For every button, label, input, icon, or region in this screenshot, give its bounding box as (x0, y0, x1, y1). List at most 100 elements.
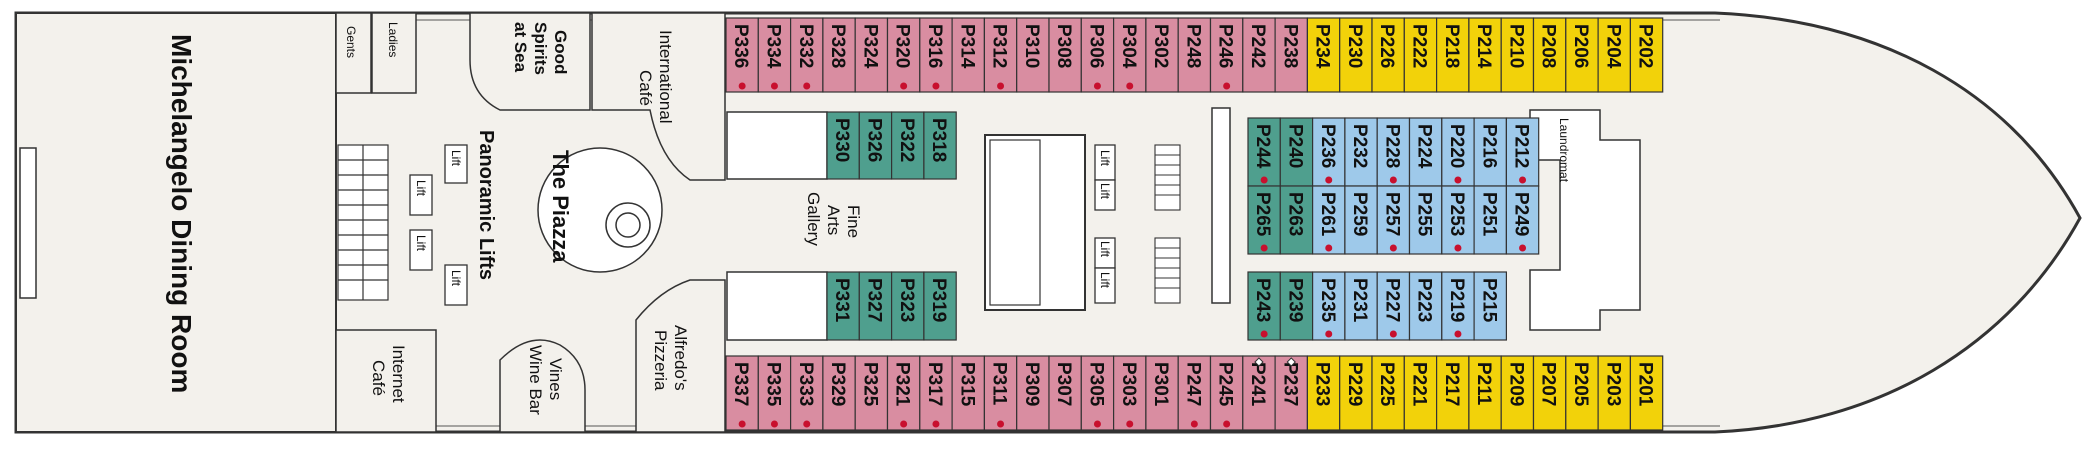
cabin-p203[interactable] (1597, 355, 1631, 431)
cabin-p265[interactable] (1247, 185, 1281, 255)
cabin-p226[interactable] (1371, 17, 1405, 93)
midship-lift-label-3: Lift (1098, 241, 1112, 258)
gallery-room-upper (726, 111, 828, 180)
cabin-p253[interactable] (1441, 185, 1475, 255)
cabin-p308[interactable] (1048, 17, 1082, 93)
cabin-p332[interactable] (789, 17, 824, 93)
cabin-p246[interactable] (1209, 17, 1244, 93)
cabin-p317[interactable] (919, 355, 953, 431)
cabin-p231[interactable] (1344, 271, 1378, 341)
cabin-p207[interactable] (1532, 355, 1567, 431)
cabin-p331[interactable] (826, 271, 860, 341)
cabin-p217[interactable] (1435, 355, 1470, 431)
cabin-p322[interactable] (890, 111, 925, 180)
cabin-p208[interactable] (1532, 17, 1567, 93)
midship-lifts (1094, 144, 1116, 304)
cabin-p333[interactable] (789, 355, 824, 431)
cabin-p259[interactable] (1344, 185, 1378, 255)
cabin-p206[interactable] (1565, 17, 1599, 93)
accessible-dot-icon (1325, 330, 1333, 338)
cabin-p221[interactable] (1403, 355, 1438, 431)
accessible-dot-icon (1126, 420, 1134, 428)
cabin-p309[interactable] (1016, 355, 1050, 431)
cabin-p255[interactable] (1408, 185, 1443, 255)
dining-room-label: Michelangelo Dining Room (166, 34, 197, 393)
cabin-p245[interactable] (1209, 355, 1244, 431)
cabin-p319[interactable] (923, 271, 957, 341)
cabin-p239[interactable] (1279, 271, 1314, 341)
cabin-p311[interactable] (983, 355, 1018, 431)
cabin-label: P204 (1602, 24, 1623, 69)
cabin-p314[interactable] (951, 17, 985, 93)
cabin-p318[interactable] (923, 111, 957, 180)
cabin-label: P202 (1635, 24, 1656, 68)
cabin-p326[interactable] (858, 111, 893, 180)
vines-wine-bar (499, 339, 586, 433)
cabin-label: P229 (1344, 362, 1365, 406)
cabin-p236[interactable] (1311, 117, 1346, 187)
accessible-dot-icon (932, 82, 940, 90)
cabin-label: P247 (1182, 362, 1203, 406)
cabin-p261[interactable] (1311, 185, 1346, 255)
cabin-p204[interactable] (1597, 17, 1631, 93)
cabin-label: P246 (1215, 24, 1236, 68)
accessible-dot-icon (1126, 82, 1134, 90)
cabin-p257[interactable] (1376, 185, 1411, 255)
cabin-p201[interactable] (1629, 355, 1664, 431)
cabin-p229[interactable] (1339, 355, 1373, 431)
cabin-p321[interactable] (886, 355, 921, 431)
accessible-dot-icon (1389, 244, 1397, 252)
cabin-p304[interactable] (1112, 17, 1147, 93)
cabin-label: P308 (1053, 24, 1074, 68)
cabin-label: P249 (1511, 192, 1532, 236)
cabin-p305[interactable] (1080, 355, 1115, 431)
cabin-label: P312 (989, 24, 1010, 68)
cabin-p225[interactable] (1371, 355, 1405, 431)
cabin-label: P310 (1021, 24, 1042, 68)
cabin-p302[interactable] (1145, 17, 1179, 93)
cabin-p227[interactable] (1376, 271, 1411, 341)
cabin-p336[interactable] (725, 17, 759, 93)
cabin-p243[interactable] (1247, 271, 1281, 341)
fine-arts-label-3: Gallery (804, 192, 823, 246)
cabin-label: P209 (1505, 362, 1526, 406)
cabin-p220[interactable] (1441, 117, 1475, 187)
cabin-p251[interactable] (1473, 185, 1507, 255)
cabin-p202[interactable] (1629, 17, 1664, 93)
cabin-p235[interactable] (1311, 271, 1346, 341)
cabin-p307[interactable] (1048, 355, 1082, 431)
cabin-p219[interactable] (1441, 271, 1475, 341)
accessible-dot-icon (1223, 82, 1231, 90)
cabin-p301[interactable] (1145, 355, 1179, 431)
cabin-label: P231 (1349, 278, 1370, 323)
cabin-p325[interactable] (854, 355, 889, 431)
diamond-icon (1254, 357, 1264, 367)
cabin-p234[interactable] (1306, 17, 1341, 93)
cabin-label: P253 (1446, 192, 1467, 236)
cabin-p249[interactable] (1505, 185, 1540, 255)
cabin-p263[interactable] (1279, 185, 1314, 255)
ladies-label: Ladies (386, 22, 400, 57)
cabin-label: P225 (1376, 362, 1397, 407)
cabin-p328[interactable] (822, 17, 856, 93)
cabin-p335[interactable] (757, 355, 792, 431)
cabin-p215[interactable] (1473, 271, 1507, 341)
cabin-p306[interactable] (1080, 17, 1115, 93)
cabin-p248[interactable] (1177, 17, 1212, 93)
cabin-p247[interactable] (1177, 355, 1212, 431)
laundromat-label: Laundromat (1557, 118, 1571, 183)
accessible-dot-icon (900, 82, 908, 90)
cabin-p334[interactable] (757, 17, 792, 93)
cabin-p324[interactable] (854, 17, 889, 93)
cabin-p237[interactable] (1274, 355, 1308, 431)
cabin-p238[interactable] (1274, 17, 1308, 93)
cabin-label: P226 (1376, 24, 1397, 68)
cabin-label: P224 (1414, 124, 1435, 169)
cabin-p323[interactable] (890, 271, 925, 341)
cabin-p337[interactable] (725, 355, 759, 431)
cabin-p223[interactable] (1408, 271, 1443, 341)
cabin-p330[interactable] (826, 111, 860, 180)
cabin-label: P236 (1317, 124, 1338, 168)
cabin-p242[interactable] (1242, 17, 1276, 93)
cabin-p244[interactable] (1247, 117, 1281, 187)
